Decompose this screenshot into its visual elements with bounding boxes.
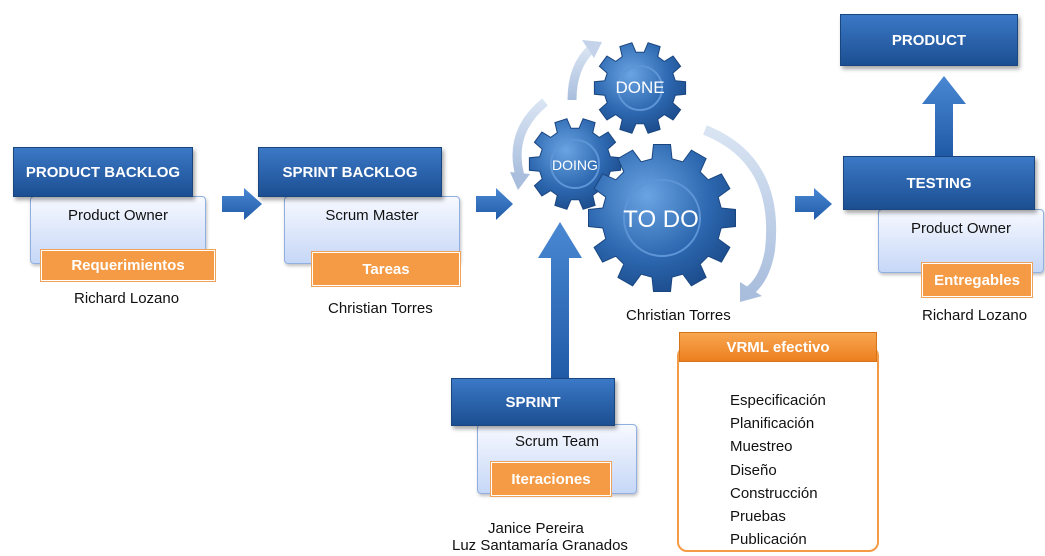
gears-person: Christian Torres xyxy=(626,307,731,324)
vrml-item: Muestreo xyxy=(730,438,793,456)
cycle-arrow-right xyxy=(703,125,777,297)
vrml-title-label: VRML efectivo xyxy=(726,338,830,356)
gear-done-body xyxy=(593,42,687,134)
sprint-tag-label: Iteraciones xyxy=(511,470,591,488)
vrml-item: Pruebas xyxy=(730,508,786,526)
product-header: PRODUCT xyxy=(840,14,1018,66)
vrml-item: Especificación xyxy=(730,392,826,409)
vrml-item: Construcción xyxy=(730,484,818,502)
vrml-item: Publicación xyxy=(730,531,807,549)
testing-header: TESTING xyxy=(843,156,1035,210)
testing-role: Product Owner xyxy=(878,209,1044,273)
product-backlog-role-label: Product Owner xyxy=(67,206,169,224)
sprint-title: SPRINT xyxy=(505,393,561,411)
testing-tag-label: Entregables xyxy=(934,271,1020,289)
sprint-backlog-title: SPRINT BACKLOG xyxy=(282,163,418,181)
sprint-backlog-header: SPRINT BACKLOG xyxy=(258,147,442,197)
vrml-title: VRML efectivo xyxy=(679,332,877,362)
product-backlog-tag: Requerimientos xyxy=(41,250,215,281)
vrml-box xyxy=(677,346,879,552)
sprint-backlog-tag-label: Tareas xyxy=(362,260,410,278)
sprint-header: SPRINT xyxy=(451,378,615,426)
gear-todo-label: TO DO xyxy=(623,206,699,233)
gear-todo-body xyxy=(588,144,736,292)
product-backlog-tag-label: Requerimientos xyxy=(71,257,185,274)
sprint-tag: Iteraciones xyxy=(491,462,611,496)
product-backlog-title: PRODUCT BACKLOG xyxy=(25,163,181,181)
gear-done-icon xyxy=(593,42,687,134)
vrml-item: Planificación xyxy=(730,415,815,433)
cycle-arrow-top xyxy=(567,44,596,101)
vrml-item: Diseño xyxy=(730,461,777,479)
sprint-backlog-tag: Tareas xyxy=(312,252,460,286)
testing-tag: Entregables xyxy=(922,263,1032,297)
arrow-right-2 xyxy=(476,188,513,220)
sprint-role-label: Scrum Team xyxy=(515,432,599,450)
cycle-arrow-left xyxy=(512,98,548,178)
gear-done-hub xyxy=(617,65,663,111)
arrow-up-product xyxy=(922,76,966,156)
gear-doing-hub xyxy=(550,139,600,189)
testing-person: Richard Lozano xyxy=(922,307,1028,324)
testing-role-label: Product Owner xyxy=(910,219,1012,237)
gear-done-label: DONE xyxy=(615,78,665,97)
product-backlog-person: Richard Lozano xyxy=(74,290,180,307)
sprint-person-2: Luz Santamaría Granados xyxy=(452,537,628,554)
product-title: PRODUCT xyxy=(891,31,967,49)
product-backlog-header: PRODUCT BACKLOG xyxy=(13,147,193,197)
sprint-person-1: Janice Pereira xyxy=(488,520,584,537)
arrow-right-1 xyxy=(222,188,262,220)
testing-title: TESTING xyxy=(906,174,972,192)
arrow-right-3 xyxy=(795,188,832,220)
gear-todo-icon xyxy=(588,144,736,292)
gear-doing-label: DOING xyxy=(552,157,598,173)
gear-todo-hub xyxy=(623,179,701,257)
sprint-backlog-person: Christian Torres xyxy=(328,300,433,317)
sprint-backlog-role-label: Scrum Master xyxy=(325,206,419,224)
arrow-up-sprint xyxy=(538,222,582,382)
vrml-list: Especificación Planificación Muestreo Di… xyxy=(730,389,826,551)
